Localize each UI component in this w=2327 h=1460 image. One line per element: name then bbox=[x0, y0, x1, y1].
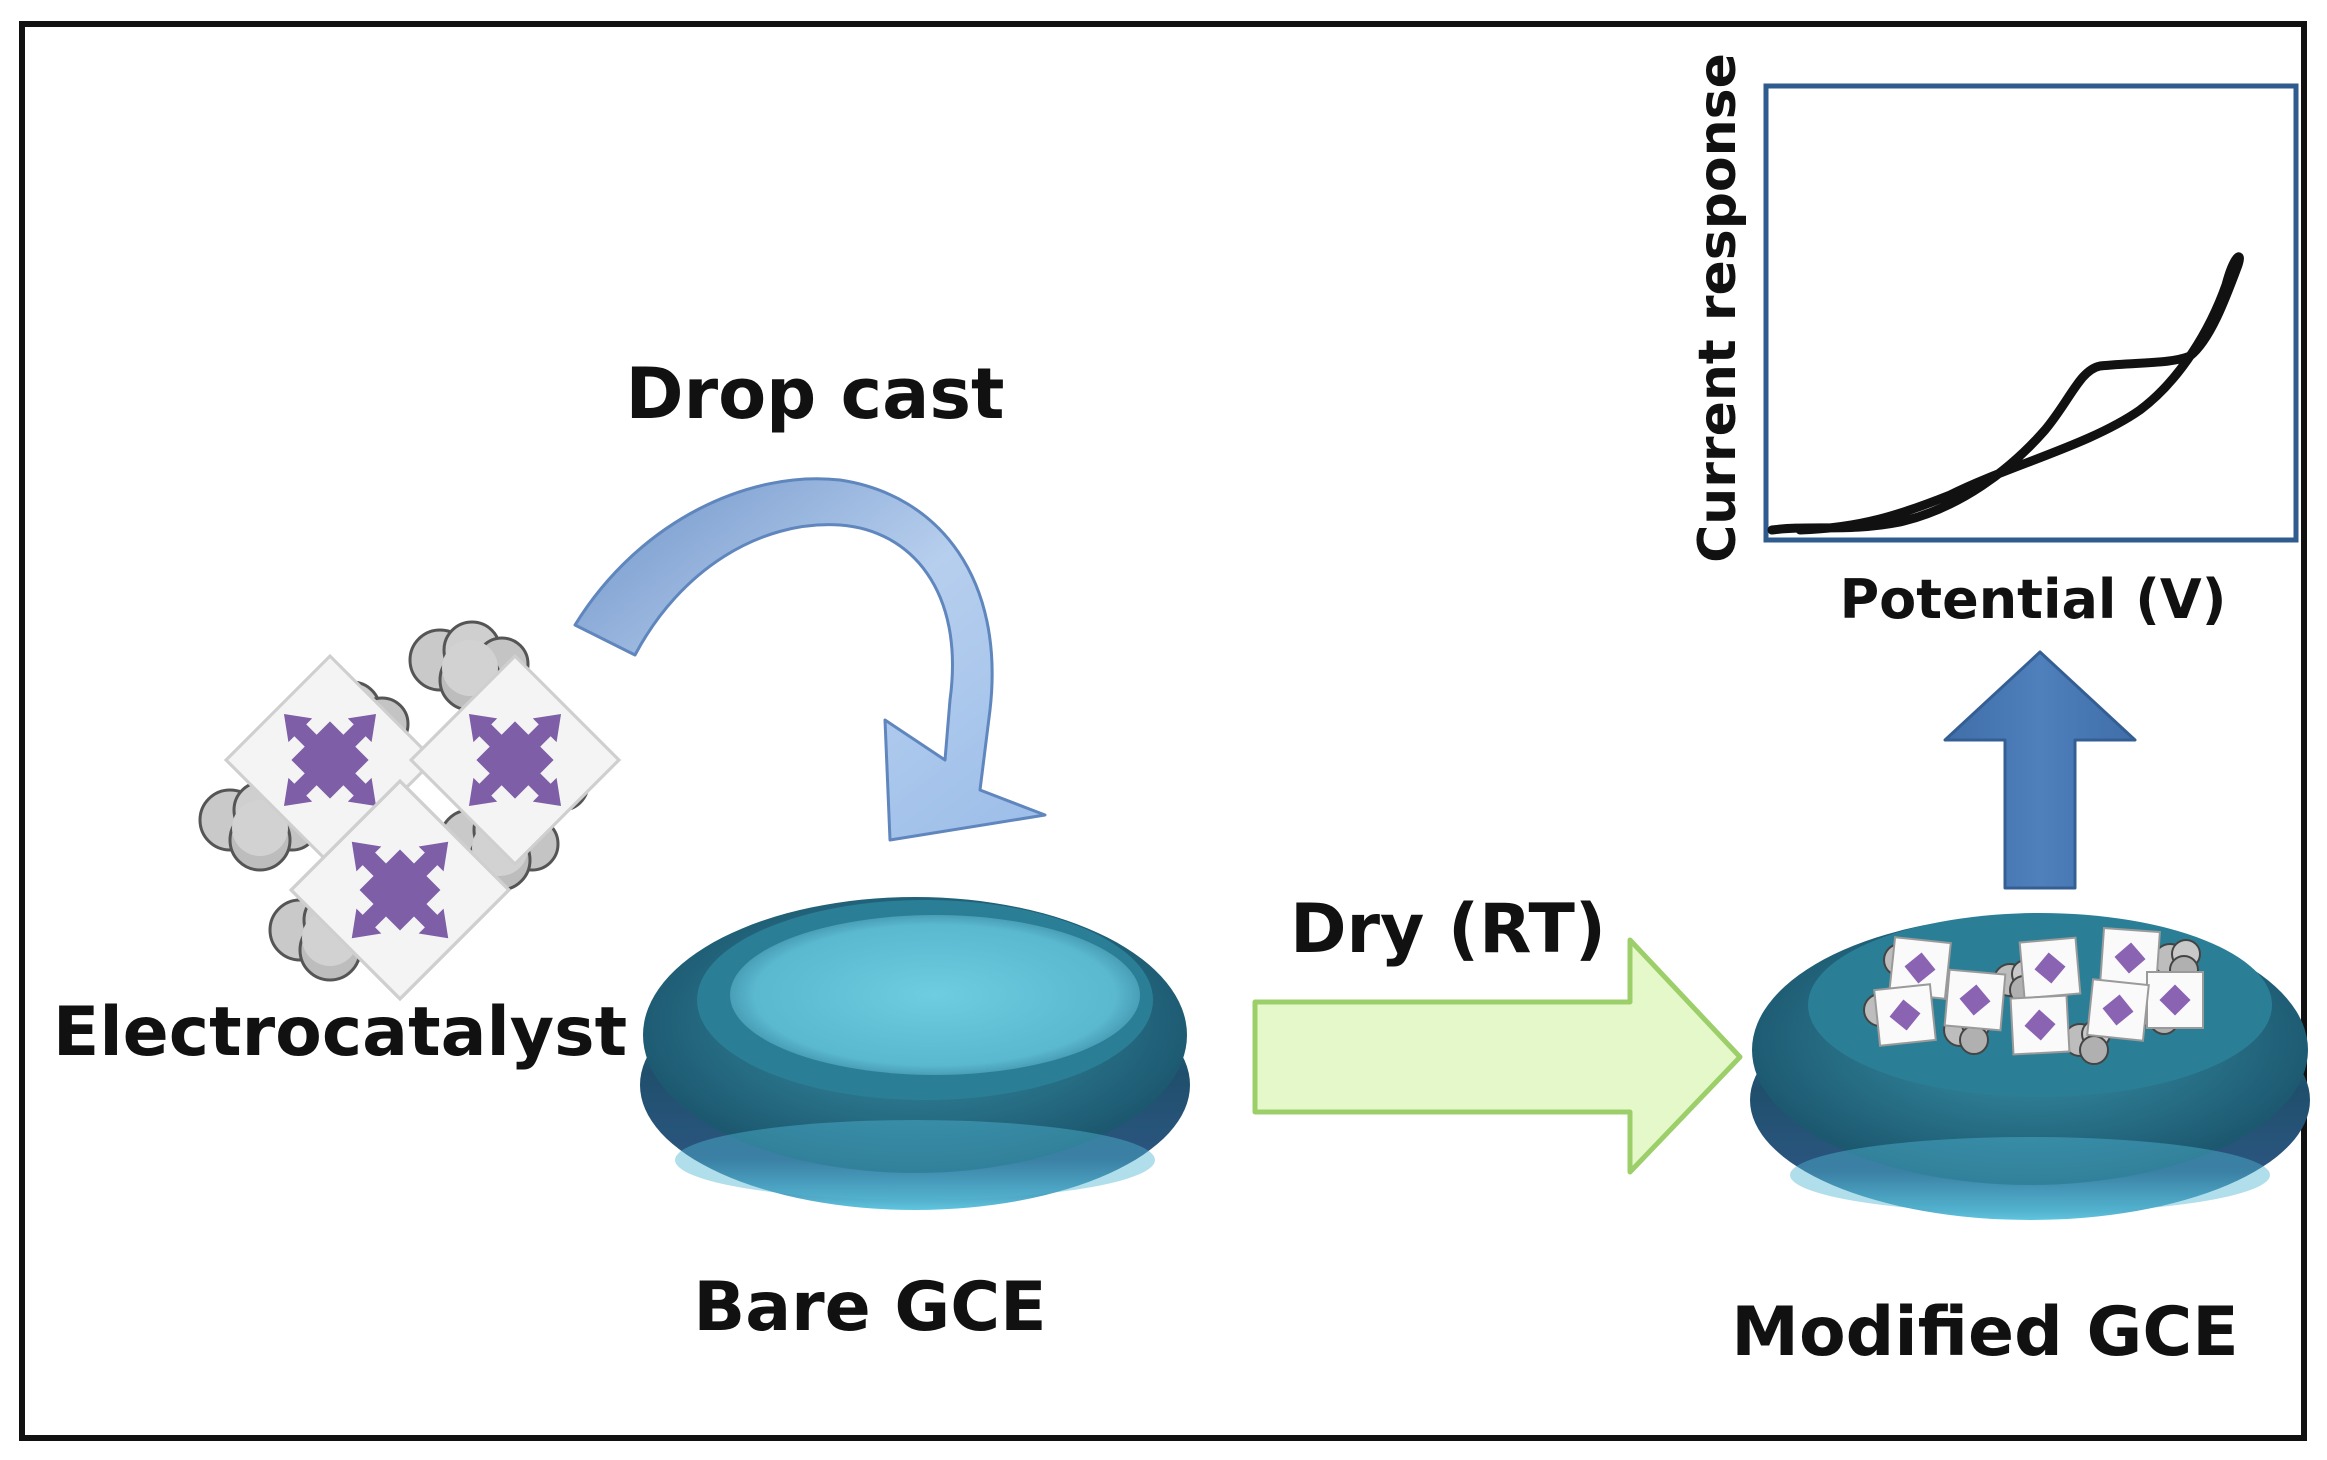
electrocatalyst-label: Electrocatalyst bbox=[53, 993, 627, 1072]
drop-cast-arrow-icon bbox=[573, 477, 1047, 842]
bare-gce-label: Bare GCE bbox=[693, 1268, 1046, 1347]
plot-ylabel: Current response bbox=[1688, 53, 1748, 563]
up-arrow-icon bbox=[1943, 650, 2137, 890]
modified-gce-electrode-icon bbox=[1750, 913, 2310, 1220]
cv-plot: Current response Potential (V) bbox=[1688, 53, 2299, 631]
modified-gce-label: Modified GCE bbox=[1731, 1293, 2238, 1372]
dry-arrow-icon bbox=[1252, 937, 1743, 1175]
bare-gce-electrode-icon bbox=[640, 897, 1190, 1210]
cv-curve bbox=[1767, 252, 2244, 535]
dry-rt-label: Dry (RT) bbox=[1290, 890, 1606, 969]
plot-xlabel: Potential (V) bbox=[1840, 568, 2227, 631]
drop-cast-label: Drop cast bbox=[625, 353, 1004, 435]
